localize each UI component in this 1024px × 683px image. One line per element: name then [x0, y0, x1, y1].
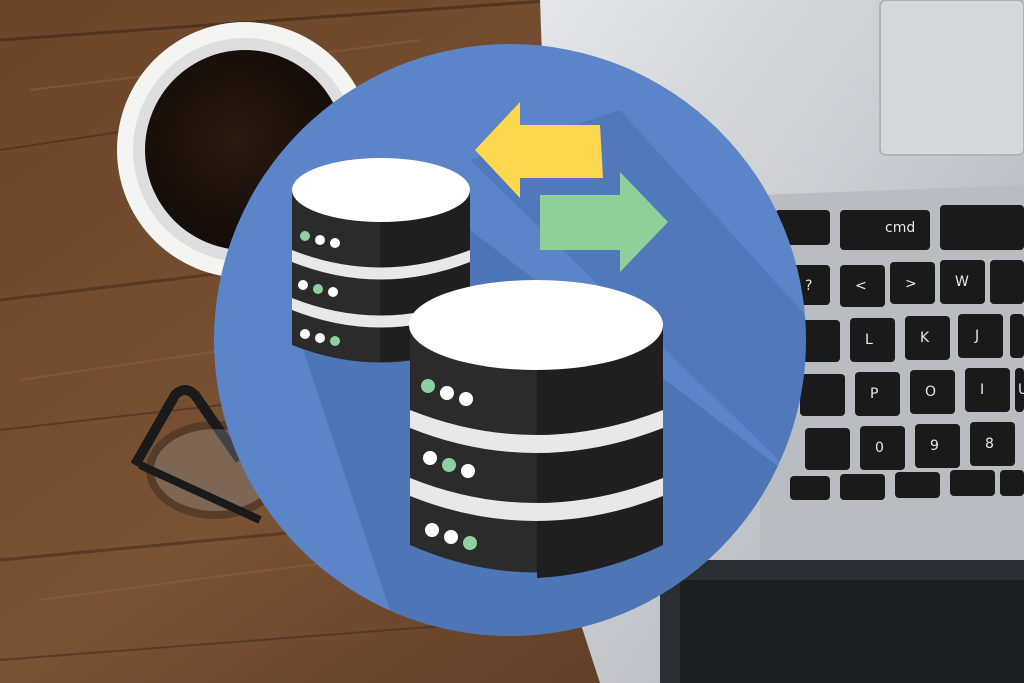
key-label: J: [974, 328, 979, 344]
key-label: U: [1018, 382, 1024, 398]
key-label: cmd: [885, 220, 915, 236]
key-label: <: [855, 278, 867, 294]
key-label: ?: [805, 278, 812, 294]
key-label: O: [925, 384, 936, 400]
key-label: I: [980, 382, 984, 398]
key-label: P: [870, 386, 878, 402]
key-label: L: [865, 332, 873, 348]
key-label: 9: [930, 438, 939, 454]
key-label: >: [905, 276, 917, 292]
arrow-left-icon: [475, 102, 603, 198]
arrow-right-icon: [540, 172, 668, 272]
keyboard: cmd W J K L O P I U 9 8 0 < > ?: [775, 205, 1024, 500]
key-label: W: [955, 274, 969, 290]
key-label: K: [920, 330, 930, 346]
trackpad: [879, 0, 1024, 156]
database-large-icon: [409, 280, 663, 578]
key-label: 0: [875, 440, 884, 456]
key-label: 8: [985, 436, 994, 452]
